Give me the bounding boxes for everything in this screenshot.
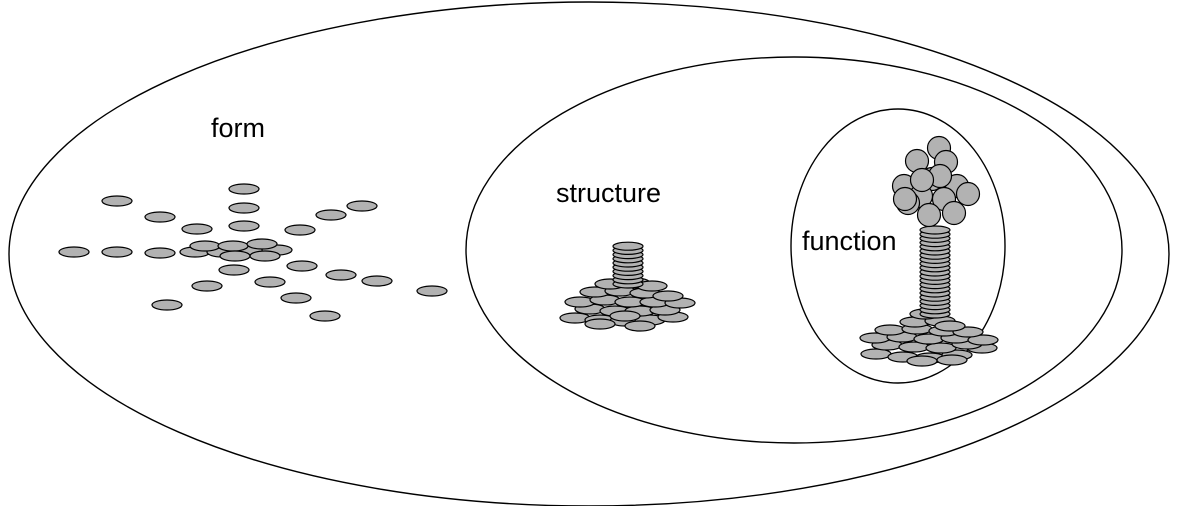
scattered-disc xyxy=(219,250,251,262)
structure-stack xyxy=(559,241,696,332)
scattered-disc xyxy=(151,299,183,311)
structure-column-disc xyxy=(612,241,644,251)
structure-base-disc xyxy=(609,310,641,322)
scattered-disc xyxy=(101,195,133,207)
scattered-disc xyxy=(101,246,133,258)
head-sphere xyxy=(916,202,942,228)
function-base-disc xyxy=(934,320,966,332)
scattered-disc xyxy=(315,209,347,221)
function-label: function xyxy=(802,226,897,256)
head-sphere xyxy=(941,200,967,226)
function-base-disc xyxy=(967,334,999,346)
function-base-disc xyxy=(874,324,906,336)
head-sphere xyxy=(909,167,935,193)
function-base-disc xyxy=(906,355,938,367)
scattered-disc xyxy=(191,280,223,292)
scattered-disc xyxy=(361,275,393,287)
scattered-disc xyxy=(228,202,260,214)
scattered-disc xyxy=(144,211,176,223)
form-label: form xyxy=(211,113,265,143)
structure-base-disc xyxy=(652,290,684,302)
function-ellipse xyxy=(790,108,1006,384)
scattered-disc xyxy=(189,240,221,252)
scattered-disc xyxy=(280,292,312,304)
scattered-disc xyxy=(181,223,213,235)
scattered-disc xyxy=(416,285,448,297)
structure-base-disc xyxy=(584,318,616,330)
scattered-disc xyxy=(228,220,260,232)
structure-base-disc xyxy=(624,320,656,332)
structure-ellipse xyxy=(465,56,1123,444)
scattered-disc xyxy=(58,246,90,258)
scattered-disc xyxy=(309,310,341,322)
scattered-disc xyxy=(249,250,281,262)
scattered-disc xyxy=(218,264,250,276)
scattered-disc xyxy=(246,238,278,250)
head-sphere xyxy=(955,181,981,207)
function-base-disc xyxy=(936,354,968,366)
head-sphere xyxy=(892,186,918,212)
function-stack xyxy=(859,135,999,367)
structure-label: structure xyxy=(556,178,661,208)
scattered-disc xyxy=(346,200,378,212)
scattered-disc xyxy=(228,183,260,195)
scattered-discs xyxy=(58,183,448,322)
scattered-disc xyxy=(286,260,318,272)
scattered-disc xyxy=(144,247,176,259)
scattered-disc xyxy=(325,269,357,281)
scattered-disc xyxy=(284,224,316,236)
function-column-disc xyxy=(919,225,951,235)
scattered-disc xyxy=(254,276,286,288)
form-ellipse xyxy=(8,1,1170,506)
scattered-disc xyxy=(217,240,249,252)
